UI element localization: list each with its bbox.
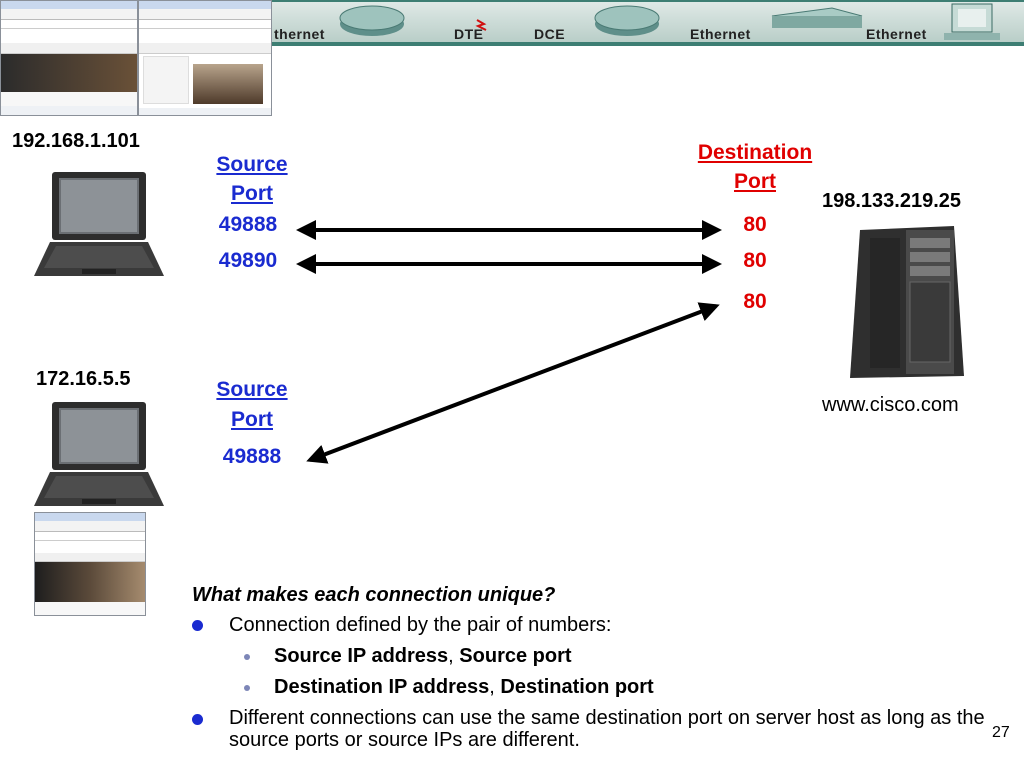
bullet-dot-icon (192, 620, 203, 631)
sub-bullet-2: Destination IP address, Destination port (274, 676, 654, 699)
destination-ip-text: Destination IP address (274, 676, 490, 698)
destination-port-2: 80 (743, 249, 767, 272)
serial-link-icon (475, 19, 487, 31)
sep-text: , (489, 676, 495, 698)
destination-label-line2: Port (734, 170, 776, 193)
page-number: 27 (992, 724, 1010, 741)
source-label-line1: Source (216, 378, 288, 401)
source-port-49888: 49888 (218, 213, 278, 236)
source-port-label-bottom: Source Port (204, 375, 300, 435)
bullet-dot-icon (192, 714, 203, 725)
source-port-label-top: Source Port (204, 150, 300, 208)
server-icon (850, 226, 964, 378)
source-port-text: Source port (459, 645, 572, 667)
banner-label-dte: DTE (454, 26, 484, 42)
server-hostname: www.cisco.com (822, 394, 959, 416)
browser-screenshot-1 (0, 0, 138, 116)
source-ip-text: Source IP address (274, 645, 449, 667)
banner-label-ethernet: thernet (274, 26, 325, 42)
banner-devices (339, 3, 1000, 40)
banner-label-dce: DCE (534, 26, 566, 42)
bullet-2: Different connections can use the same d… (229, 707, 985, 751)
browser-screenshot-3 (34, 512, 146, 616)
source-port-bottom-49888: 49888 (222, 445, 282, 468)
source-label-line2: Port (231, 408, 273, 431)
destination-port-3: 80 (743, 290, 767, 313)
laptop-icon (34, 172, 164, 276)
banner-label-ethernet-3: Ethernet (866, 26, 927, 42)
source-port-49890: 49890 (218, 249, 278, 272)
sub-bullet-dot-icon (244, 654, 250, 660)
source-label-line2: Port (231, 182, 273, 205)
client1-ip: 192.168.1.101 (12, 130, 140, 152)
server-ip: 198.133.219.25 (822, 190, 962, 212)
source-label-line1: Source (216, 153, 288, 176)
destination-label-line1: Destination (697, 141, 813, 164)
destination-port-label: Destination Port (680, 138, 830, 196)
browser-screenshot-2 (138, 0, 272, 116)
destination-port-text: Destination port (500, 676, 654, 698)
laptop-icon (34, 402, 164, 506)
client2-ip: 172.16.5.5 (36, 368, 131, 390)
bullet-1: Connection defined by the pair of number… (229, 614, 612, 636)
sub-bullet-dot-icon (244, 685, 250, 691)
question-heading: What makes each connection unique? (192, 584, 556, 606)
network-banner: thernet DTE DCE Ethernet Ethernet (272, 0, 1024, 46)
sep-text: , (448, 645, 454, 667)
connection-arrow-3 (306, 302, 720, 464)
destination-port-1: 80 (743, 213, 767, 236)
banner-label-ethernet-2: Ethernet (690, 26, 751, 42)
banner-strip: thernet DTE DCE Ethernet Ethernet (272, 2, 1024, 42)
sub-bullet-1: Source IP address, Source port (274, 645, 572, 668)
